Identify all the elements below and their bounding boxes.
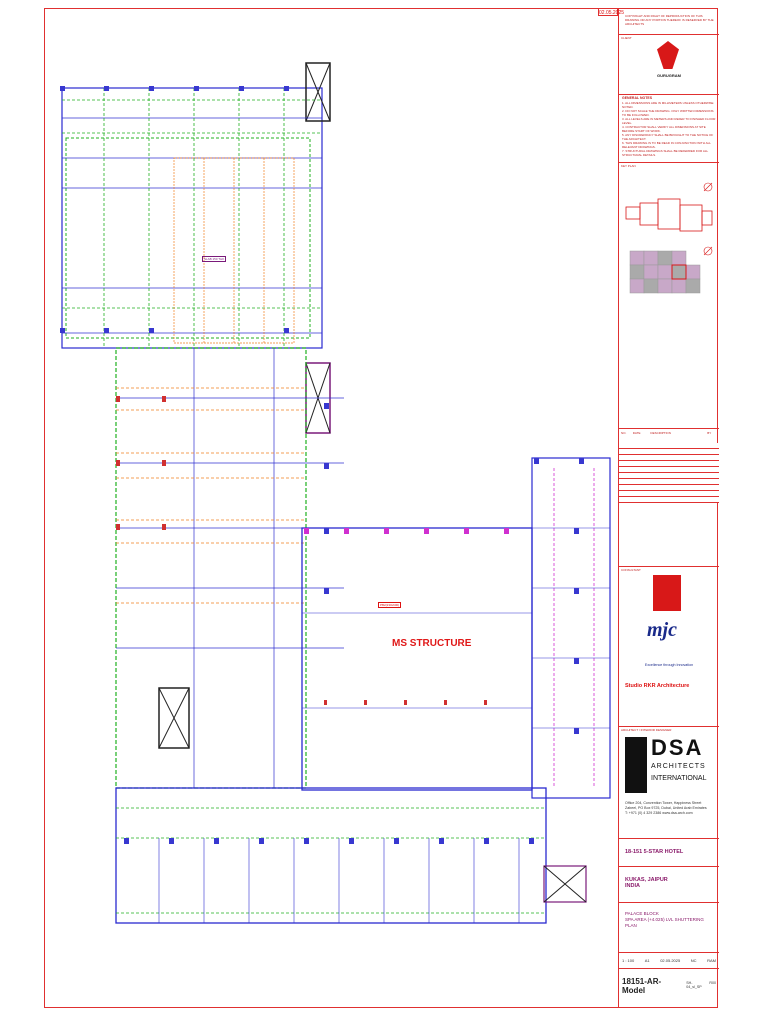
ms-structure-label: MS STRUCTURE (392, 638, 472, 649)
drawing-number: 18151-AR- Model (622, 977, 662, 995)
note-item: 4. CONTRACTOR SHALL VERIFY ALL DIMENSION… (622, 125, 706, 133)
note-item: 2. DO NOT SCALE THE DRAWING. ONLY WRITTE… (622, 109, 714, 117)
drawing-title-1: PALACE BLOCK (625, 911, 659, 916)
architect-address-1: Office 204, Convention Tower, Happiness … (625, 801, 702, 805)
architect-line1: DSA (651, 735, 704, 760)
architect-section: ARCHITECT / INTERIOR DESIGNER DSA ARCHIT… (619, 726, 719, 838)
client-logo-text: GURUGRAM (657, 73, 681, 78)
plan-beam-tag: PB2(230x600) (378, 602, 402, 608)
key-plan-section: KEY PLAN (619, 162, 719, 302)
client-section: CLIENT GURUGRAM (619, 34, 719, 94)
notes-list: 1. ALL DIMENSIONS ARE IN MILLIMETERS UNL… (619, 101, 719, 157)
consultant-logo: mjc (647, 619, 677, 641)
notes-section: GENERAL NOTES 1. ALL DIMENSIONS ARE IN M… (619, 94, 719, 162)
plan-slab-tag: SLAB 150 THK (202, 256, 227, 262)
drawing-number-section: 18151-AR- Model SH-04_sl_SP R00 (619, 968, 719, 996)
key-plan-label: KEY PLAN (621, 164, 636, 168)
studio-name: Studio RKR Architecture (625, 683, 690, 689)
consultant-label: CONSULTANT (621, 568, 641, 572)
drawing-revision: R00 (709, 981, 716, 985)
issue-date-tag: 02.05.2025 (598, 8, 625, 16)
architect-address-2: Zabeel, PO Box 9725, Dubai, United Arab … (625, 806, 707, 810)
consultant-mark-icon (653, 575, 681, 611)
copyright-section: COPYRIGHT AND RIGHT OF REPRODUCTION OF T… (619, 10, 719, 34)
bottom-wing-outline (115, 787, 547, 924)
revision-col-desc: DESCRIPTION (650, 431, 671, 435)
revision-rows (619, 443, 719, 503)
right-wing-outline (531, 457, 611, 799)
revision-col-by: BY (707, 431, 712, 435)
architect-label: ARCHITECT / INTERIOR DESIGNER (621, 728, 672, 732)
title-block: COPYRIGHT AND RIGHT OF REPRODUCTION OF T… (618, 8, 719, 1008)
revision-col-date: DATE (632, 431, 641, 435)
meta-row: 1 : 100 A1 02.05.2025 NC RAM (619, 953, 719, 963)
meta-checked: NC (690, 958, 697, 963)
consultant-tagline: Excellence through Innovation (644, 663, 694, 667)
drawing-number-row: 18151-AR- Model SH-04_sl_SP R00 (619, 969, 719, 995)
drawing-title-2: SPA AREA (+4.025) LVL SHUTTERING PLAN (625, 917, 704, 928)
location-section: KUKAS, JAIPUR INDIA (619, 866, 719, 902)
client-label: CLIENT (621, 36, 632, 40)
client-logo-icon (657, 41, 679, 69)
revision-col-no: NO. (621, 431, 627, 435)
meta-drawn: RAM (707, 958, 716, 963)
stair-core (543, 865, 587, 903)
upper-wing-outline (61, 87, 323, 349)
floor-plan (60, 62, 611, 924)
project-name: 18-151 5-STAR HOTEL (625, 849, 684, 855)
project-section: 18-151 5-STAR HOTEL (619, 838, 719, 866)
lift-core-top (305, 62, 331, 122)
meta-section: 1 : 100 A1 02.05.2025 NC RAM (619, 952, 719, 968)
architect-line2: ARCHITECTS (651, 763, 706, 770)
note-item: 7. STRUCTURAL DRAWINGS SHALL BE REFERRED… (622, 149, 709, 157)
middle-wing-outline (115, 347, 307, 789)
title-section: PALACE BLOCK SPA AREA (+4.025) LVL SHUTT… (619, 902, 719, 952)
project-location-1: KUKAS, JAIPUR (625, 877, 668, 883)
revision-section: NO. DATE DESCRIPTION BY (619, 428, 719, 566)
note-item: 3. ALL LEVELS ARE IN METERS AND REFER TO… (622, 117, 716, 125)
key-plan-site (625, 182, 713, 232)
ms-structure-hall (301, 527, 533, 791)
consultant-section: CONSULTANT mjc Excellence through Innova… (619, 566, 719, 698)
upper-wing-inner (65, 137, 311, 339)
project-location-2: INDIA (625, 883, 640, 889)
meta-scale: 1 : 100 (622, 958, 635, 963)
key-plan-block (629, 246, 713, 294)
lift-core-lower (158, 687, 190, 749)
meta-size: A1 (644, 958, 650, 963)
meta-date: 02.05.2025 (660, 958, 681, 963)
note-item: 5. ANY DISCREPANCY SHALL BE BROUGHT TO T… (622, 133, 714, 141)
architect-line3: INTERNATIONAL (651, 775, 707, 782)
revision-table: NO. DATE DESCRIPTION BY (619, 431, 719, 435)
copyright-text: COPYRIGHT AND RIGHT OF REPRODUCTION OF T… (625, 14, 714, 26)
note-item: 6. THIS DRAWING IS TO BE READ IN CONJUNC… (622, 141, 711, 149)
notes-title: GENERAL NOTES (622, 96, 653, 100)
drawing-sheet-border (44, 8, 718, 1008)
note-item: 1. ALL DIMENSIONS ARE IN MILLIMETERS UNL… (622, 101, 714, 109)
architect-address: Office 204, Convention Tower, Happiness … (625, 801, 717, 816)
architect-logo-icon (625, 737, 647, 793)
drawing-sheet-code: SH-04_sl_SP (686, 981, 702, 989)
architect-address-3: T: +971 (0) 4 329 2386 www.dsa-arch.com (625, 811, 693, 815)
